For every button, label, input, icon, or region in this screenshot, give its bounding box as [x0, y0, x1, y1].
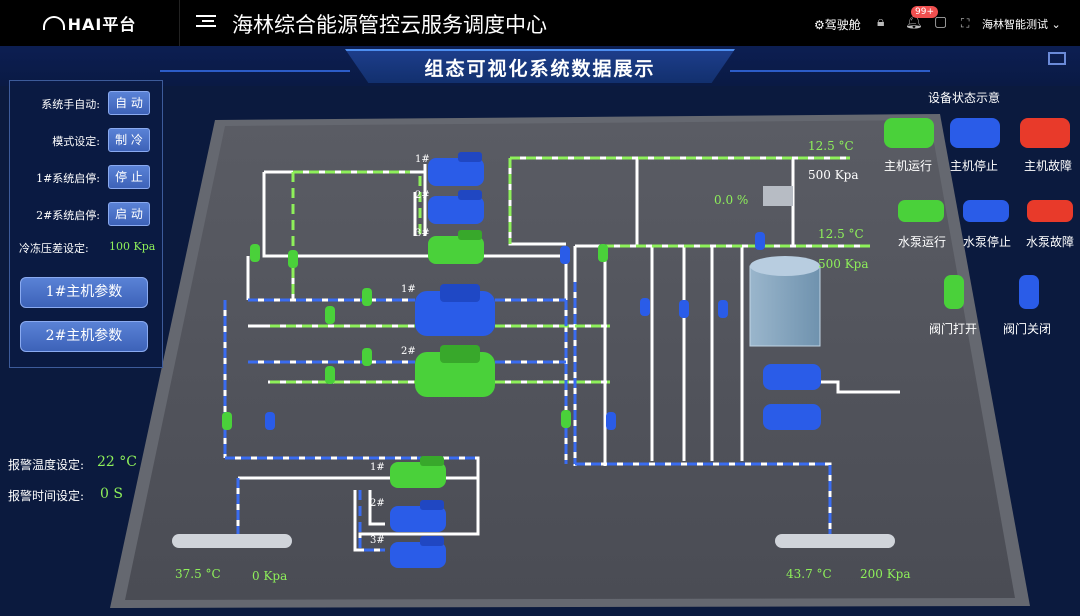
banner-title: 组态可视化系统数据展示	[424, 58, 656, 80]
pump-top-3-label: 3#	[415, 228, 430, 239]
notification-badge: 99+	[911, 6, 938, 18]
menu-toggle-icon[interactable]	[196, 12, 216, 32]
legend-label: 水泵故障	[1026, 235, 1075, 249]
legend-title: 设备状态示意	[928, 91, 1001, 105]
manual-auto-row: 系统手自动: 自 动	[10, 91, 164, 117]
legend-label: 主机运行	[884, 159, 933, 173]
app-title: 海林综合能源管控云服务调度中心	[232, 13, 547, 37]
pump-top-1-label: 1#	[415, 154, 430, 165]
left-pressure-reading: 0 Kpa	[252, 569, 288, 583]
legend-chiller-icon	[950, 118, 1000, 148]
fullscreen-icon[interactable]: ⛶	[961, 16, 970, 30]
pump-bot-3-label: 3#	[370, 535, 385, 546]
left-temp-reading: 37.5 °C	[175, 567, 221, 581]
pressure-diff-value[interactable]: 100 Kpa	[109, 240, 156, 253]
bottom-pumps	[390, 456, 446, 568]
mode-button[interactable]: 制 冷	[108, 128, 150, 152]
clipboard-icon[interactable]: ▢	[934, 14, 948, 30]
right-temp-reading: 43.7 °C	[786, 567, 832, 581]
chiller-2-label: 2#	[401, 346, 416, 357]
sys2-row: 2#系统启停: 启 动	[10, 202, 164, 228]
control-panel: 系统手自动: 自 动 模式设定: 制 冷 1#系统启停: 停 止 2#系统启停:…	[9, 80, 163, 368]
alarm-time-label: 报警时间设定:	[8, 489, 85, 503]
banner-plate	[345, 49, 735, 83]
pressure-diff-label: 冷冻压差设定:	[19, 242, 89, 255]
legend-pump-icon	[963, 200, 1009, 222]
pump-bot-2-label: 2#	[370, 498, 385, 509]
sys2-button[interactable]: 启 动	[108, 202, 150, 226]
sys1-row: 1#系统启停: 停 止	[10, 165, 164, 191]
legend-chiller-icon	[1020, 118, 1070, 148]
banner-line-right	[730, 70, 930, 72]
chiller-1-label: 1#	[401, 284, 416, 295]
process-diagram	[110, 114, 1030, 608]
top-temp-reading: 12.5 °C	[808, 139, 854, 153]
pump-bot-1-label: 1#	[370, 462, 385, 473]
valve-percent-reading: 0.0 %	[714, 193, 749, 207]
valve-actuator	[763, 186, 793, 206]
mode-row: 模式设定: 制 冷	[10, 128, 164, 154]
floor	[125, 120, 1015, 600]
top-pressure-reading: 500 Kpa	[808, 168, 859, 182]
user-name: 海林智能测试	[982, 18, 1048, 31]
legend-label: 主机故障	[1024, 159, 1073, 173]
banner-line-left	[160, 70, 350, 72]
mid-pressure-reading: 500 Kpa	[818, 257, 869, 271]
cockpit-label: 驾驶舱	[824, 18, 861, 32]
pipes-flow-green	[270, 156, 870, 384]
alarm-temp-value[interactable]: 22 °C	[97, 454, 137, 470]
alarm-temp-label: 报警温度设定:	[8, 458, 85, 472]
cockpit-icon: ⚙	[814, 18, 825, 32]
chillers	[415, 284, 495, 397]
top-bar: HAI平台 海林综合能源管控云服务调度中心 ⚙驾驶舱 🔒︎ 🔔︎ 99+ ▢ ⛶…	[0, 0, 1080, 46]
manifolds	[172, 534, 895, 548]
legend-label: 水泵停止	[963, 235, 1012, 249]
legend-label: 阀门打开	[929, 322, 978, 336]
top-pumps	[428, 152, 484, 264]
expand-icon[interactable]	[1048, 52, 1066, 65]
legend-label: 阀门关闭	[1003, 322, 1052, 336]
manual-auto-button[interactable]: 自 动	[108, 91, 150, 115]
legend-chiller-icon	[884, 118, 934, 148]
bell-icon[interactable]: 🔔︎	[905, 14, 923, 30]
mode-label: 模式设定:	[52, 135, 100, 148]
legend-label: 主机停止	[950, 159, 999, 173]
sys2-label: 2#系统启停:	[36, 209, 100, 222]
valves	[222, 232, 765, 430]
logo-text: HAI平台	[67, 15, 137, 34]
sys1-button[interactable]: 停 止	[108, 165, 150, 189]
logo[interactable]: HAI平台	[0, 0, 180, 46]
legend-pump-icon	[1027, 200, 1073, 222]
logo-icon	[42, 16, 65, 30]
banner: 组态可视化系统数据展示	[0, 46, 1080, 86]
sys1-label: 1#系统启停:	[36, 172, 100, 185]
chevron-down-icon: ⌄	[1051, 18, 1061, 31]
mid-temp-reading: 12.5 °C	[818, 227, 864, 241]
legend-valve-icon	[944, 275, 964, 309]
alarm-time-value[interactable]: 0 S	[100, 486, 123, 502]
right-pumps	[763, 364, 821, 430]
cockpit-link[interactable]: ⚙驾驶舱	[814, 16, 861, 33]
cooling-tower	[749, 256, 821, 347]
user-menu[interactable]: 海林智能测试 ⌄	[982, 16, 1061, 32]
right-pressure-reading: 200 Kpa	[860, 567, 911, 581]
legend-valve-icon	[1019, 275, 1039, 309]
host1-params-button[interactable]: 1#主机参数	[20, 277, 148, 308]
legend-label: 水泵运行	[898, 235, 947, 249]
lock-icon[interactable]: 🔒︎	[877, 14, 885, 30]
legend-pump-icon	[898, 200, 944, 222]
manual-auto-label: 系统手自动:	[41, 98, 100, 111]
host2-params-button[interactable]: 2#主机参数	[20, 321, 148, 352]
pump-top-2-label: 2#	[415, 190, 430, 201]
